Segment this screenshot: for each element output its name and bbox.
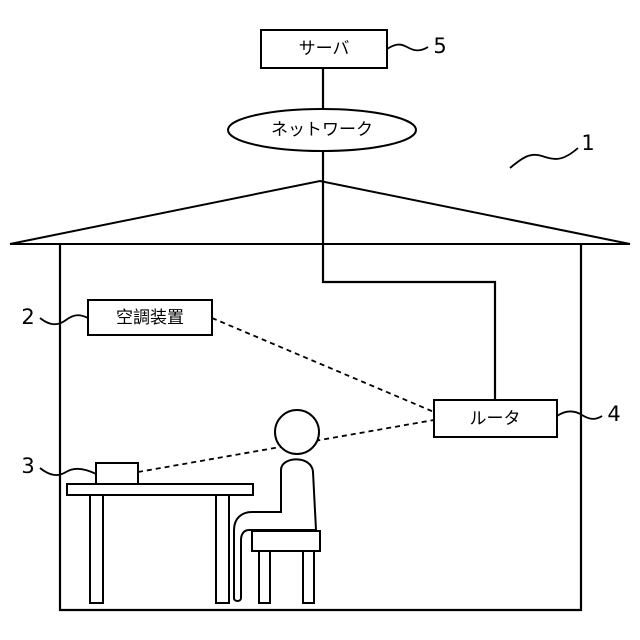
table xyxy=(67,484,253,603)
air-conditioner-label: 空調装置 xyxy=(116,308,184,328)
router-ref-number: 4 xyxy=(607,402,620,426)
air-conditioner-ref-leader xyxy=(40,315,88,324)
router-ref-leader xyxy=(557,411,602,419)
device-ref-leader xyxy=(40,468,96,475)
router-node: ルータ xyxy=(434,400,557,437)
network-label: ネットワーク xyxy=(271,120,373,140)
chair-leg-left xyxy=(259,551,270,603)
system-ref-leader xyxy=(510,148,578,168)
table-top xyxy=(67,484,253,495)
chair-leg-right xyxy=(303,551,314,603)
network-node: ネットワーク xyxy=(228,109,416,151)
air-conditioner-node: 空調装置 xyxy=(88,300,212,335)
air-conditioner-ref-number: 2 xyxy=(21,305,34,329)
server-ref-leader xyxy=(387,45,428,51)
device-ref-number: 3 xyxy=(21,454,34,478)
system-ref-number: 1 xyxy=(581,131,594,155)
person-head xyxy=(275,410,319,454)
house-roof xyxy=(10,181,630,244)
wireless-link-air-conditioner xyxy=(212,318,434,412)
chair xyxy=(252,531,320,603)
table-leg-right xyxy=(216,495,229,603)
server-node: サーバ xyxy=(261,30,387,68)
chair-seat xyxy=(252,531,320,551)
router-label: ルータ xyxy=(470,409,521,429)
device-box xyxy=(96,463,138,484)
server-ref-number: 5 xyxy=(433,34,446,58)
table-leg-left xyxy=(90,495,103,603)
server-label: サーバ xyxy=(299,39,350,59)
